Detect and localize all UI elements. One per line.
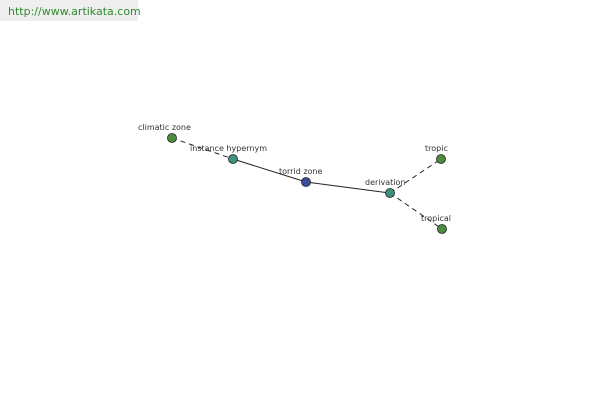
graph-labels: climatic zone instance hypernym torrid zon… (138, 123, 451, 223)
node-label-torrid-zone: torrid zone (279, 167, 322, 176)
node-label-climatic-zone: climatic zone (138, 123, 191, 132)
node-label-tropical: tropical (421, 214, 451, 223)
edge-derivation-to-tropic (389, 158, 442, 194)
graph-nodes (167, 133, 447, 234)
node-label-instance-hypernym: instance hypernym (190, 144, 267, 153)
node-torrid-zone[interactable] (301, 177, 311, 187)
node-label-tropic: tropic (425, 144, 448, 153)
node-instance-hypernym[interactable] (228, 154, 238, 164)
edge-instance-hypernym-to-torrid-zone (232, 158, 307, 183)
node-derivation[interactable] (385, 188, 395, 198)
node-climatic-zone[interactable] (167, 133, 177, 143)
graph-edges (171, 137, 443, 230)
site-url-link[interactable]: http://www.artikata.com (8, 5, 141, 18)
site-banner: http://www.artikata.com (0, 0, 141, 21)
node-tropical[interactable] (437, 224, 447, 234)
node-tropic[interactable] (436, 154, 446, 164)
edge-climatic-zone-to-instance-hypernym (171, 137, 234, 160)
edge-derivation-to-tropical (389, 192, 443, 230)
node-label-derivation: derivation (365, 178, 405, 187)
edge-torrid-zone-to-derivation (305, 181, 391, 194)
